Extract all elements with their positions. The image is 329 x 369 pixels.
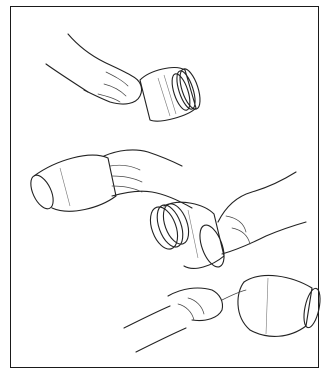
step-3-insert-cartridge xyxy=(145,172,306,270)
step-4-pull-tab xyxy=(124,275,323,352)
step-1-hand-tube xyxy=(46,34,204,121)
step-2-hand-grip xyxy=(26,150,192,212)
